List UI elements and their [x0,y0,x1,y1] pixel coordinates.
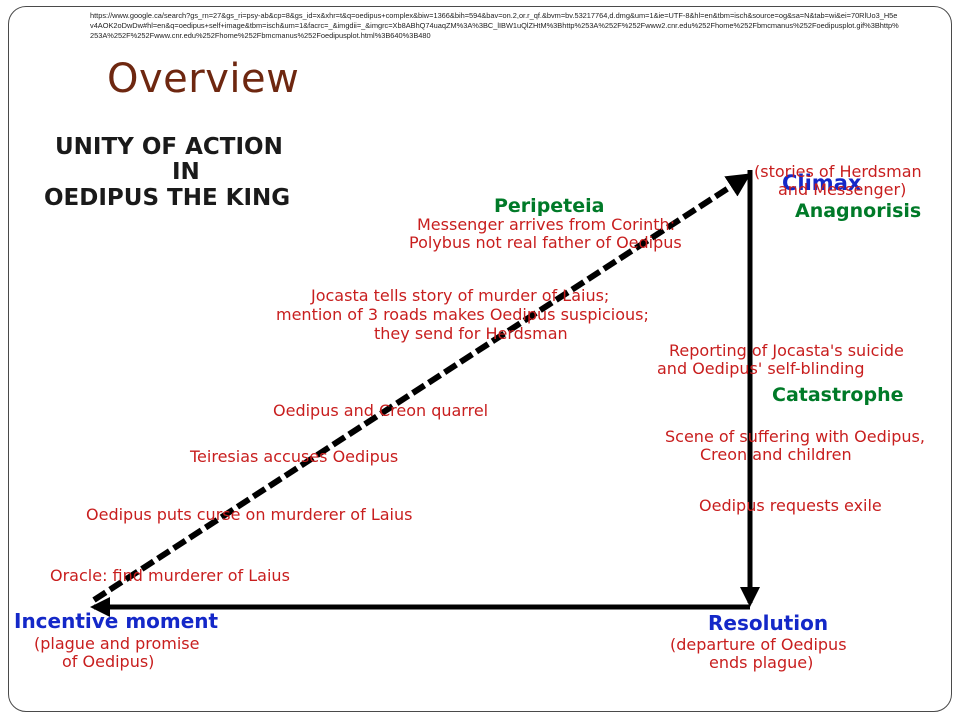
incentive-group: Incentive moment (plague and promise of … [14,609,219,671]
slide-title: Overview [107,56,300,102]
resolution-sub-2: ends plague) [709,653,813,672]
rising-action-arrow [92,173,752,603]
rising-event-3: Teiresias accuses Oedipus [189,447,398,466]
resolution-sub-1: (departure of Oedipus [670,635,847,654]
falling-event-1-line-1: Reporting of Jocasta's suicide [669,341,904,360]
slide-frame [8,6,952,712]
peripeteia-line-2: Polybus not real father of Oedipus [409,233,682,252]
falling-event-3: Oedipus requests exile [699,496,882,515]
rising-event-5: Oracle: find murderer of Laius [50,566,290,585]
plot-diagram: UNITY OF ACTION IN OEDIPUS THE KING Clim… [2,100,955,710]
rising-event-1-line-1: Jocasta tells story of murder of Laius; [310,286,609,305]
rising-event-1-line-3: they send for Herdsman [374,324,568,343]
heading-line-3: OEDIPUS THE KING [44,185,290,211]
diagram-heading: UNITY OF ACTION IN OEDIPUS THE KING [44,134,290,211]
peripeteia-group: Peripeteia Messenger arrives from Corint… [409,195,682,252]
resolution-label: Resolution [708,611,828,635]
rising-event-2: Oedipus and Creon quarrel [273,401,488,420]
falling-event-2-line-2: Creon and children [700,445,852,464]
heading-line-1: UNITY OF ACTION [55,134,283,160]
rising-event-1-line-2: mention of 3 roads makes Oedipus suspici… [276,305,649,324]
incentive-sub-2: of Oedipus) [62,652,154,671]
plot-diagram-svg: UNITY OF ACTION IN OEDIPUS THE KING Clim… [14,134,925,672]
source-url: https://www.google.ca/search?gs_rn=27&gs… [90,11,899,40]
climax-group: Climax (stories of Herdsman and Messenge… [754,162,922,222]
falling-events: Reporting of Jocasta's suicide and Oedip… [657,341,925,515]
incentive-label: Incentive moment [14,609,219,633]
rising-events: Jocasta tells story of murder of Laius; … [50,286,649,585]
peripeteia-line-1: Messenger arrives from Corinth: [417,215,675,234]
incentive-sub-1: (plague and promise [34,634,199,653]
heading-line-2: IN [172,159,200,185]
peripeteia-label: Peripeteia [494,195,604,217]
resolution-group: Resolution (departure of Oedipus ends pl… [670,611,847,672]
falling-event-2-line-1: Scene of suffering with Oedipus, [665,427,925,446]
climax-sub-1: (stories of Herdsman [754,162,922,181]
plot-arrows [90,170,760,617]
falling-event-1-line-2: and Oedipus' self-blinding [657,359,865,378]
catastrophe-label: Catastrophe [772,384,904,406]
climax-sub-2: and Messenger) [778,180,906,199]
rising-event-4: Oedipus puts curse on murderer of Laius [86,505,412,524]
climax-label: Climax [782,171,862,195]
anagnorisis-label: Anagnorisis [795,200,921,222]
